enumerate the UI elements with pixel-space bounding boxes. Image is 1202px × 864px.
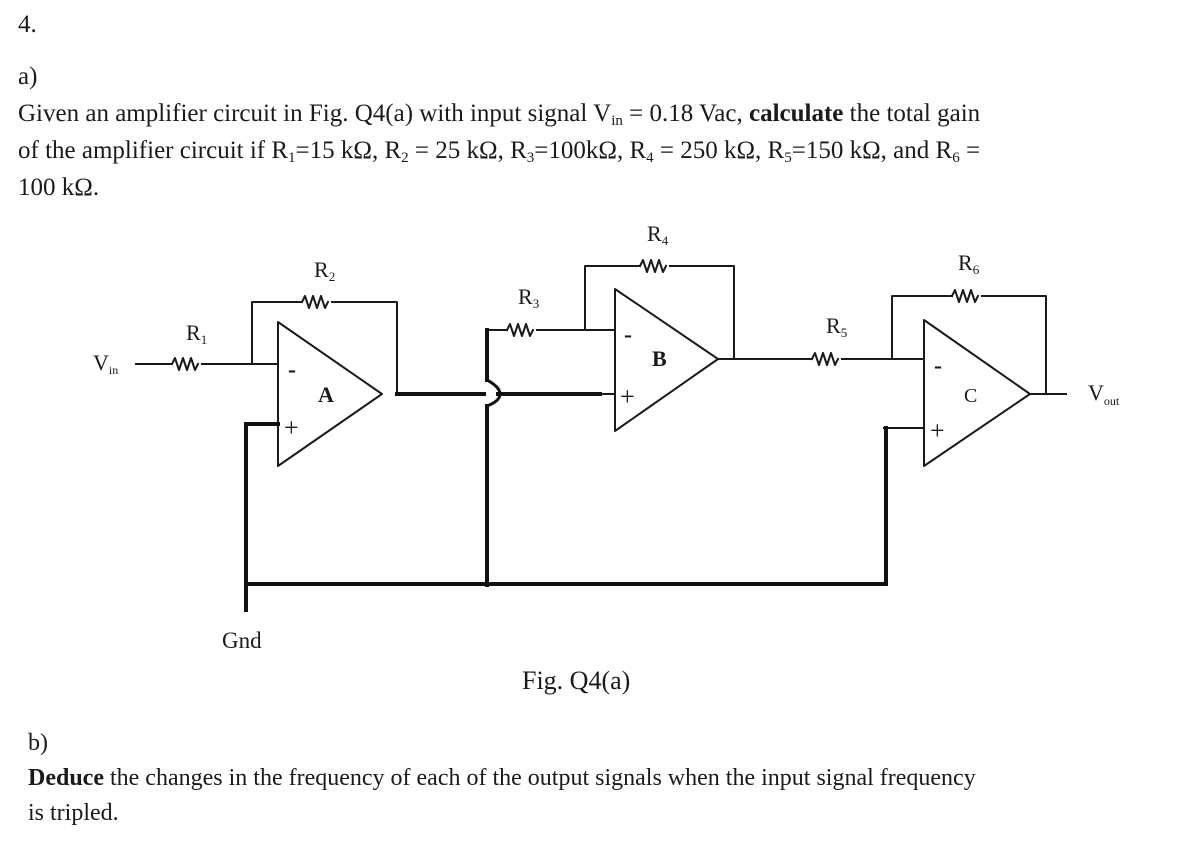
figure-caption: Fig. Q4(a) (522, 666, 631, 695)
opamp-b-plus: + (620, 382, 635, 411)
wire-crossover-hop (484, 377, 502, 408)
bold-keyword: Deduce (28, 765, 104, 791)
a-plus-thick-wire (244, 422, 280, 612)
opamp-a-plus: + (284, 413, 299, 442)
text-span: the changes in the frequency of each of … (103, 765, 976, 791)
opamp-c-plus: + (930, 416, 945, 445)
part-b-line-2: is tripled. (28, 800, 119, 826)
r6-resistor (950, 289, 980, 303)
opamp-b-minus: - (624, 322, 632, 348)
part-b-line-1: Deduce the changes in the frequency of e… (28, 760, 976, 796)
opamp-b-triangle (614, 288, 719, 432)
part-a-paragraph: Given an amplifier circuit in Fig. Q4(a)… (18, 95, 980, 206)
vin-label: Vin (93, 350, 118, 377)
text-span: = 25 kΩ, R (408, 137, 527, 164)
question-number: 4. (18, 11, 37, 38)
subscript: 3 (526, 150, 535, 166)
r3-resistor (505, 323, 535, 337)
text-span: =15 kΩ, R (295, 137, 402, 164)
r1-resistor (170, 357, 200, 371)
gnd-label: Gnd (222, 628, 262, 653)
opamp-a-label: A (318, 382, 334, 407)
text-span: = (959, 137, 981, 164)
part-a-line-2: of the amplifier circuit if R1=15 kΩ, R2… (18, 132, 980, 169)
r6-feedback-left (891, 295, 953, 360)
subscript: in (611, 113, 623, 129)
subscript: 6 (952, 150, 960, 166)
opamp-a-minus: - (288, 357, 296, 383)
r4-feedback-right (669, 265, 735, 360)
part-a-line-1: Given an amplifier circuit in Fig. Q4(a)… (18, 95, 980, 132)
vout-label: Vout (1088, 380, 1120, 408)
text-span: Given an amplifier circuit in Fig. Q4(a)… (18, 100, 612, 127)
subscript: 4 (646, 150, 654, 166)
opamp-c-minus: - (934, 353, 942, 379)
r3-label: R3 (518, 284, 539, 311)
text-span: = 250 kΩ, R (653, 137, 785, 164)
subscript: 1 (288, 150, 296, 166)
subscript: 2 (401, 150, 409, 166)
r5-label: R5 (826, 313, 847, 340)
text-span: =150 kΩ, and R (791, 137, 953, 164)
r4-feedback-left (584, 265, 641, 331)
bold-keyword: calculate (748, 100, 844, 127)
r5-resistor (810, 352, 840, 366)
r6-feedback-right (981, 295, 1047, 395)
r2-feedback-right (331, 301, 398, 395)
part-b-label: b) (28, 730, 48, 756)
r4-resistor (638, 259, 668, 273)
part-a-label: a) (18, 63, 38, 90)
subscript: 5 (784, 150, 792, 166)
r2-feedback-left (251, 301, 303, 365)
r2-label: R2 (314, 257, 335, 284)
text-span: the total gain (843, 100, 981, 127)
opamp-c-triangle (923, 319, 1031, 467)
opamp-a-triangle (277, 321, 383, 467)
r4-label: R4 (647, 221, 669, 248)
part-a-line-3: 100 kΩ. (18, 174, 100, 201)
text-span: =100kΩ, R (534, 137, 647, 164)
text-span: = 0.18 Vac, (622, 100, 749, 127)
opamp-c-label: C (964, 385, 977, 407)
text-span: of the amplifier circuit if R (18, 137, 289, 164)
opamp-b-label: B (652, 346, 667, 371)
r1-label: R1 (186, 320, 207, 347)
r2-resistor (300, 295, 330, 309)
r6-label: R6 (958, 250, 980, 277)
